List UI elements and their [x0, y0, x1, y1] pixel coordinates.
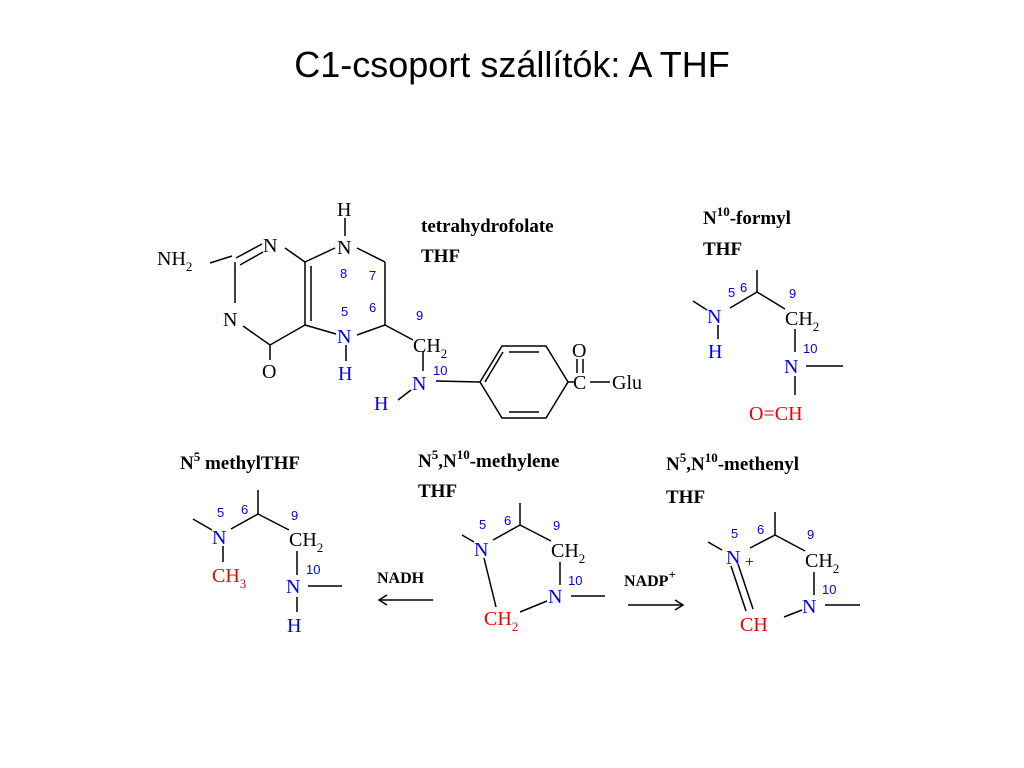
thf-abbrev: THF	[421, 246, 460, 267]
methenyl-bridge-ch: CH	[740, 614, 768, 636]
formyl-bonds	[692, 270, 843, 395]
methenyl-label: N5,N10-methenyl	[666, 450, 799, 475]
methyl-pos-5: 5	[217, 505, 224, 520]
h-n8: H	[337, 199, 351, 221]
methenyl-ch2: CH2	[805, 550, 839, 576]
position-6: 6	[369, 300, 376, 315]
thf-name: tetrahydrofolate	[421, 216, 554, 237]
formyl-thf: THF	[703, 239, 742, 260]
position-5: 5	[341, 304, 348, 319]
ring-oxygen: O	[262, 361, 276, 383]
n5-atom: N	[337, 326, 351, 348]
left-arrow	[377, 594, 433, 606]
methyl-ch2: CH2	[289, 529, 323, 555]
methenyl-n5: N	[726, 547, 740, 569]
ch2-c9: CH2	[413, 335, 447, 361]
methylene-pos-10: 10	[568, 573, 582, 588]
formyl-group: O=CH	[749, 403, 803, 425]
methyl-label: N5 methylTHF	[180, 449, 300, 474]
methenyl-pos-10: 10	[822, 582, 836, 597]
methenyl-thf: THF	[666, 487, 705, 508]
methyl-bonds	[192, 490, 342, 612]
position-9: 9	[416, 308, 423, 323]
n10-atom: N	[412, 373, 426, 395]
position-7: 7	[369, 268, 376, 283]
formyl-ch2: CH2	[785, 308, 819, 334]
methylene-ch2: CH2	[551, 540, 585, 566]
methylene-n5: N	[474, 539, 488, 561]
methenyl-pos-6: 6	[757, 522, 764, 537]
methenyl-positive-charge: +	[745, 554, 754, 571]
methenyl-pos-5: 5	[731, 526, 738, 541]
slide-title: C1-csoport szállítók: A THF	[294, 44, 730, 85]
position-8: 8	[340, 266, 347, 281]
methylene-pos-9: 9	[553, 518, 560, 533]
methylene-bonds	[461, 503, 605, 613]
methylene-bridge-ch2: CH2	[484, 608, 518, 634]
tetrahydrofolate-structure	[209, 218, 610, 419]
methylene-label: N5,N10-methylene	[418, 447, 559, 472]
nadp-label: NADP+	[624, 567, 676, 590]
carbonyl-carbon: C	[573, 372, 586, 394]
methyl-n5: N	[212, 527, 226, 549]
formyl-n10: N	[784, 356, 798, 378]
methylene-pos-6: 6	[504, 513, 511, 528]
position-10: 10	[433, 363, 447, 378]
nh2-amino: NH2	[157, 248, 192, 274]
methenyl-n10: N	[802, 596, 816, 618]
formyl-label: N10-formyl	[703, 204, 791, 229]
formyl-pos-6: 6	[740, 280, 747, 295]
ring-n-left: N	[223, 309, 237, 331]
methyl-pos-9: 9	[291, 508, 298, 523]
formyl-pos-5: 5	[728, 285, 735, 300]
glutamate: Glu	[612, 372, 642, 394]
h-n5: H	[338, 363, 352, 385]
n8-atom: N	[337, 237, 351, 259]
methylene-thf: THF	[418, 481, 457, 502]
formyl-pos-10: 10	[803, 341, 817, 356]
methyl-pos-10: 10	[306, 562, 320, 577]
carbonyl-oxygen: O	[572, 340, 586, 362]
methenyl-bonds	[707, 512, 860, 618]
methyl-n10: N	[286, 576, 300, 598]
nadh-label: NADH	[377, 570, 425, 587]
formyl-h5: H	[708, 341, 722, 363]
formyl-pos-9: 9	[789, 286, 796, 301]
methenyl-pos-9: 9	[807, 527, 814, 542]
methyl-pos-6: 6	[241, 502, 248, 517]
methylene-n10: N	[548, 586, 562, 608]
h-n10: H	[374, 393, 388, 415]
methyl-ch3: CH3	[212, 565, 246, 591]
methyl-h10: H	[287, 615, 301, 637]
methylene-pos-5: 5	[479, 517, 486, 532]
right-arrow	[628, 599, 685, 611]
ring-n-top: N	[263, 235, 277, 257]
formyl-n5: N	[707, 306, 721, 328]
